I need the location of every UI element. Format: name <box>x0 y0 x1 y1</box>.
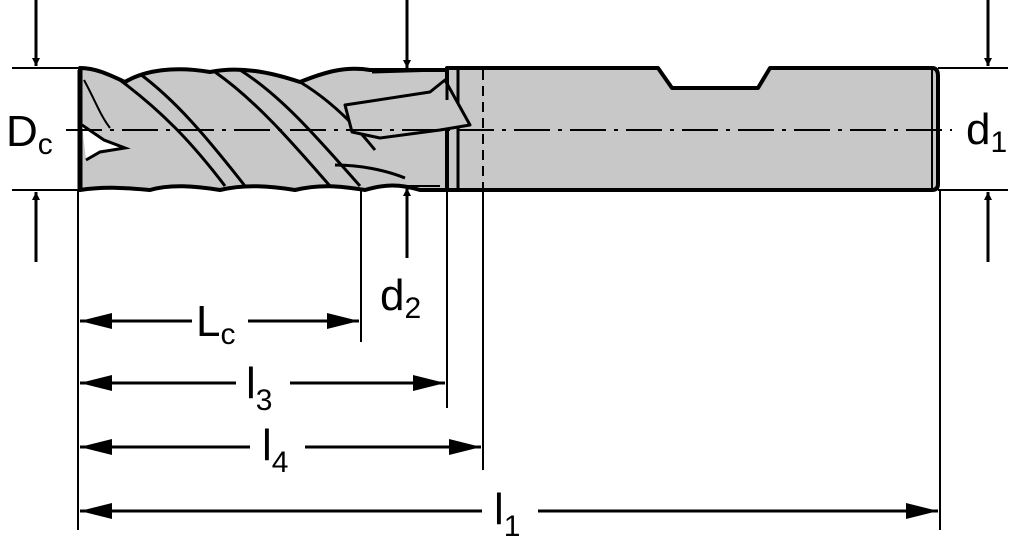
label-lc: Lc <box>196 297 235 351</box>
label-dc: Dc <box>6 107 53 161</box>
label-l1: l1 <box>494 485 520 543</box>
label-d2: d2 <box>380 271 421 325</box>
label-l3: l3 <box>246 359 272 417</box>
label-l4: l4 <box>262 421 288 479</box>
extension-lines <box>12 67 1008 530</box>
label-d1: d1 <box>966 105 1007 159</box>
